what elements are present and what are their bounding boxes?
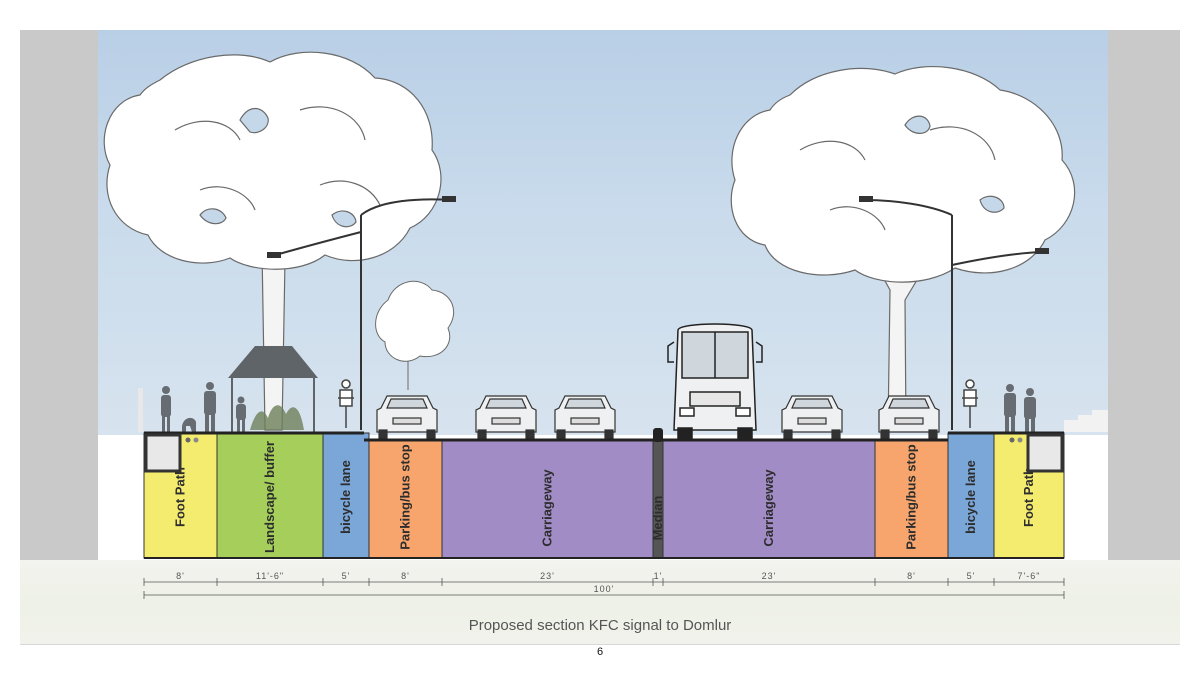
dimension-label-3: 8' — [401, 571, 410, 581]
car-2 — [475, 395, 537, 439]
zone-label-6: Carriageway — [761, 469, 776, 547]
car-3 — [554, 395, 616, 439]
zone-parking-bus-stop-3 — [368, 439, 443, 559]
zone-label-9: Foot Path — [1021, 467, 1036, 527]
median-barrier — [653, 428, 663, 442]
section-zones: Foot Path Landscape/ buffer bicycle lane Pa… — [143, 432, 1065, 559]
zone-parking-bus-stop-7 — [874, 439, 949, 559]
pedestrians-right — [1004, 384, 1036, 432]
zone-bicycle-lane-8 — [947, 432, 995, 559]
zone-label-7: Parking/bus stop — [904, 444, 919, 550]
zone-label-1: Landscape/ buffer — [262, 441, 277, 553]
cyclist-right — [962, 379, 978, 428]
zone-carriageway-6 — [662, 439, 876, 559]
dimension-label-4: 23' — [540, 571, 555, 581]
car-1 — [376, 395, 438, 439]
drain-right — [1009, 433, 1064, 473]
zone-bicycle-lane-2 — [322, 432, 370, 559]
dimension-label-0: 8' — [176, 571, 185, 581]
page-number: 6 — [596, 646, 604, 658]
canopy-tent — [228, 346, 318, 432]
tree-right — [730, 65, 1076, 431]
pedestrians-left — [161, 382, 246, 432]
cyclist-left — [338, 379, 354, 428]
street-light-right — [859, 196, 1049, 430]
zone-label-2: bicycle lane — [338, 460, 353, 534]
zone-label-3: Parking/bus stop — [398, 444, 413, 550]
zone-label-8: bicycle lane — [963, 460, 978, 534]
street-light-left — [267, 196, 456, 430]
dimension-label-1: 11'-6" — [256, 571, 284, 581]
tree-left — [103, 51, 442, 431]
dimension-label-9: 7'-6" — [1018, 571, 1041, 581]
left-margin-panel — [20, 30, 98, 560]
car-4 — [781, 395, 843, 439]
right-edge-steps — [1064, 410, 1108, 432]
zone-carriageway-4 — [441, 439, 654, 559]
left-edge-post — [138, 388, 143, 432]
small-tree — [375, 280, 454, 390]
dimension-label-5: 1' — [654, 571, 663, 581]
dimension-label-total: 100' — [594, 584, 615, 594]
drawing-caption: Proposed section KFC signal to Domlur — [468, 617, 732, 634]
ground-strip — [20, 560, 1180, 645]
car-5 — [878, 395, 940, 439]
dimension-label-7: 8' — [907, 571, 916, 581]
dimension-lines: 8' 11'-6" 5' 8' 23' 1' 23' 8' 5' 7'-6" 100' — [143, 571, 1065, 599]
dimension-label-2: 5' — [342, 571, 351, 581]
zone-label-0: Foot Path — [173, 467, 188, 527]
right-margin-panel — [1108, 30, 1180, 560]
zone-label-5: Median — [650, 496, 665, 541]
footer-rule — [20, 644, 1180, 645]
dimension-label-8: 5' — [967, 571, 976, 581]
bus — [667, 323, 763, 439]
dimension-label-6: 23' — [762, 571, 777, 581]
drain-left — [144, 433, 199, 473]
zone-label-4: Carriageway — [540, 469, 555, 547]
